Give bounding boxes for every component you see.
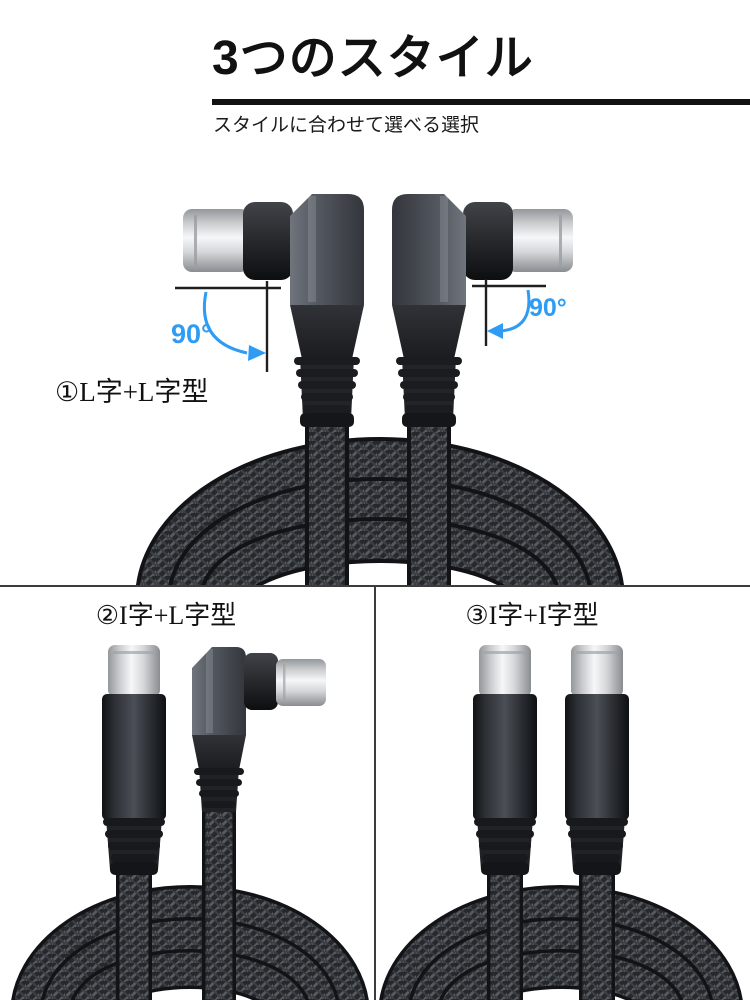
plug-body bbox=[102, 694, 166, 820]
usb-c-metal-tip bbox=[183, 209, 249, 272]
body-highlight bbox=[308, 196, 316, 302]
body-highlight bbox=[206, 649, 213, 733]
plug-body bbox=[192, 647, 246, 735]
angle-annotation-left: 90° bbox=[171, 281, 281, 372]
style1-illustration: 90° 90° bbox=[136, 194, 624, 585]
style2-label: ②I字+L字型 bbox=[95, 601, 237, 630]
strain-relief-ribs bbox=[194, 768, 244, 808]
l-plug-style2 bbox=[192, 647, 326, 812]
cable-drops-bottom bbox=[116, 806, 615, 1000]
straight-plug bbox=[102, 645, 166, 875]
angle-label-left: 90° bbox=[171, 319, 212, 349]
braided-cable-coil-style3 bbox=[379, 885, 743, 1000]
usb-c-metal-tip bbox=[276, 659, 326, 706]
page-title: 3つのスタイル bbox=[212, 32, 534, 85]
plug-collar bbox=[244, 653, 278, 710]
subtitle: スタイルに合わせて選べる選択 bbox=[213, 115, 480, 136]
braided-cable-coil bbox=[136, 437, 624, 585]
plug-body bbox=[290, 194, 364, 305]
straight-plug-style3-left bbox=[473, 645, 537, 875]
angle-label-right: 90° bbox=[529, 294, 567, 322]
tip-seam bbox=[283, 664, 286, 701]
vertical-divider bbox=[374, 585, 376, 1000]
plug-collar bbox=[243, 202, 293, 280]
arrowhead-icon bbox=[487, 323, 503, 339]
strain-relief-ribs bbox=[294, 357, 360, 413]
tip-seam bbox=[113, 651, 155, 654]
plug-body-lower bbox=[290, 305, 364, 359]
style3-label: ③I字+I字型 bbox=[465, 601, 599, 630]
usb-c-metal-tip bbox=[108, 645, 160, 697]
tip-seam bbox=[194, 215, 197, 266]
braided-cable-coil-style2 bbox=[11, 885, 369, 1000]
cable-drops bbox=[305, 418, 451, 585]
annotation-arc bbox=[500, 289, 531, 333]
strain-relief-ribs bbox=[103, 818, 165, 862]
cable-ring bbox=[110, 862, 158, 875]
style2-style3-illustration bbox=[11, 645, 743, 1000]
cable-ring bbox=[300, 413, 354, 427]
straight-plug-style3-right bbox=[565, 645, 629, 875]
angle-annotation-right: 90° bbox=[472, 279, 567, 346]
arrowhead-icon bbox=[248, 345, 266, 361]
l-plug-left bbox=[183, 194, 364, 427]
annotation-arc bbox=[202, 291, 248, 355]
plug-body-lower bbox=[192, 735, 246, 770]
style1-label: ①L字+L字型 bbox=[55, 377, 209, 407]
title-underline bbox=[212, 99, 750, 105]
